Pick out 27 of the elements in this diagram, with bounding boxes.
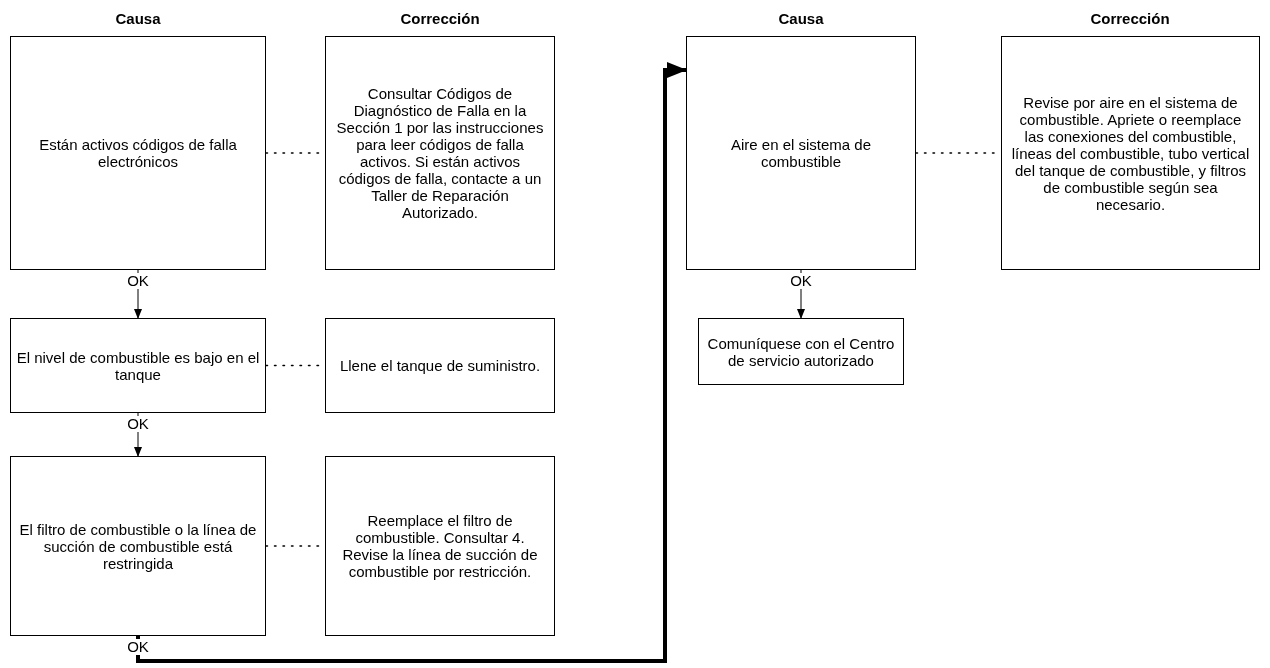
box-text: El filtro de combustible o la línea de succión de combustible está restringida xyxy=(18,520,258,572)
column-header: Corrección xyxy=(1089,10,1171,27)
correction-box xyxy=(1001,36,1260,270)
column-header: Corrección xyxy=(399,10,481,27)
arrow xyxy=(136,62,687,663)
edge-label: OK xyxy=(788,273,814,289)
edge-label: OK xyxy=(125,273,151,289)
box-text: Comuníquese con el Centro de servicio autorizado xyxy=(706,334,896,369)
column-header: Causa xyxy=(777,10,825,27)
cause-box xyxy=(10,36,266,270)
correction-box xyxy=(325,456,555,636)
box-text: El nivel de combustible es bajo en el tanque xyxy=(15,348,261,383)
cause-box xyxy=(10,456,266,636)
box-text: Reemplace el filtro de combustible. Consultar 4. Revise la línea de succión de combustible por restricción. xyxy=(341,512,539,580)
box-text: Aire en el sistema de combustible xyxy=(729,136,873,170)
box-text: Consultar Códigos de Diagnóstico de Falla en la Sección 1 por las instrucciones para leer códigos de falla activos. Si están activos códigos de falla, contacte a un Taller de Reparación Autorizado. xyxy=(336,85,544,221)
box-text: Revise por aire en el sistema de combustible. Apriete o reemplace las conexiones del combustible, líneas del combustible, tubo vertical del tanque de combustible, y filtros de combustible según sea necesario. xyxy=(1010,93,1251,213)
correction-box xyxy=(325,36,555,270)
correction-box xyxy=(325,318,555,413)
edge-label: OK xyxy=(125,639,151,655)
box-text: Están activos códigos de falla electrónicos xyxy=(38,136,238,170)
cause-box xyxy=(686,36,916,270)
cause-box xyxy=(10,318,266,413)
box-text: Llene el tanque de suministro. xyxy=(339,357,541,374)
edge-label: OK xyxy=(125,416,151,432)
column-header: Causa xyxy=(114,10,162,27)
cause-box xyxy=(698,318,904,385)
